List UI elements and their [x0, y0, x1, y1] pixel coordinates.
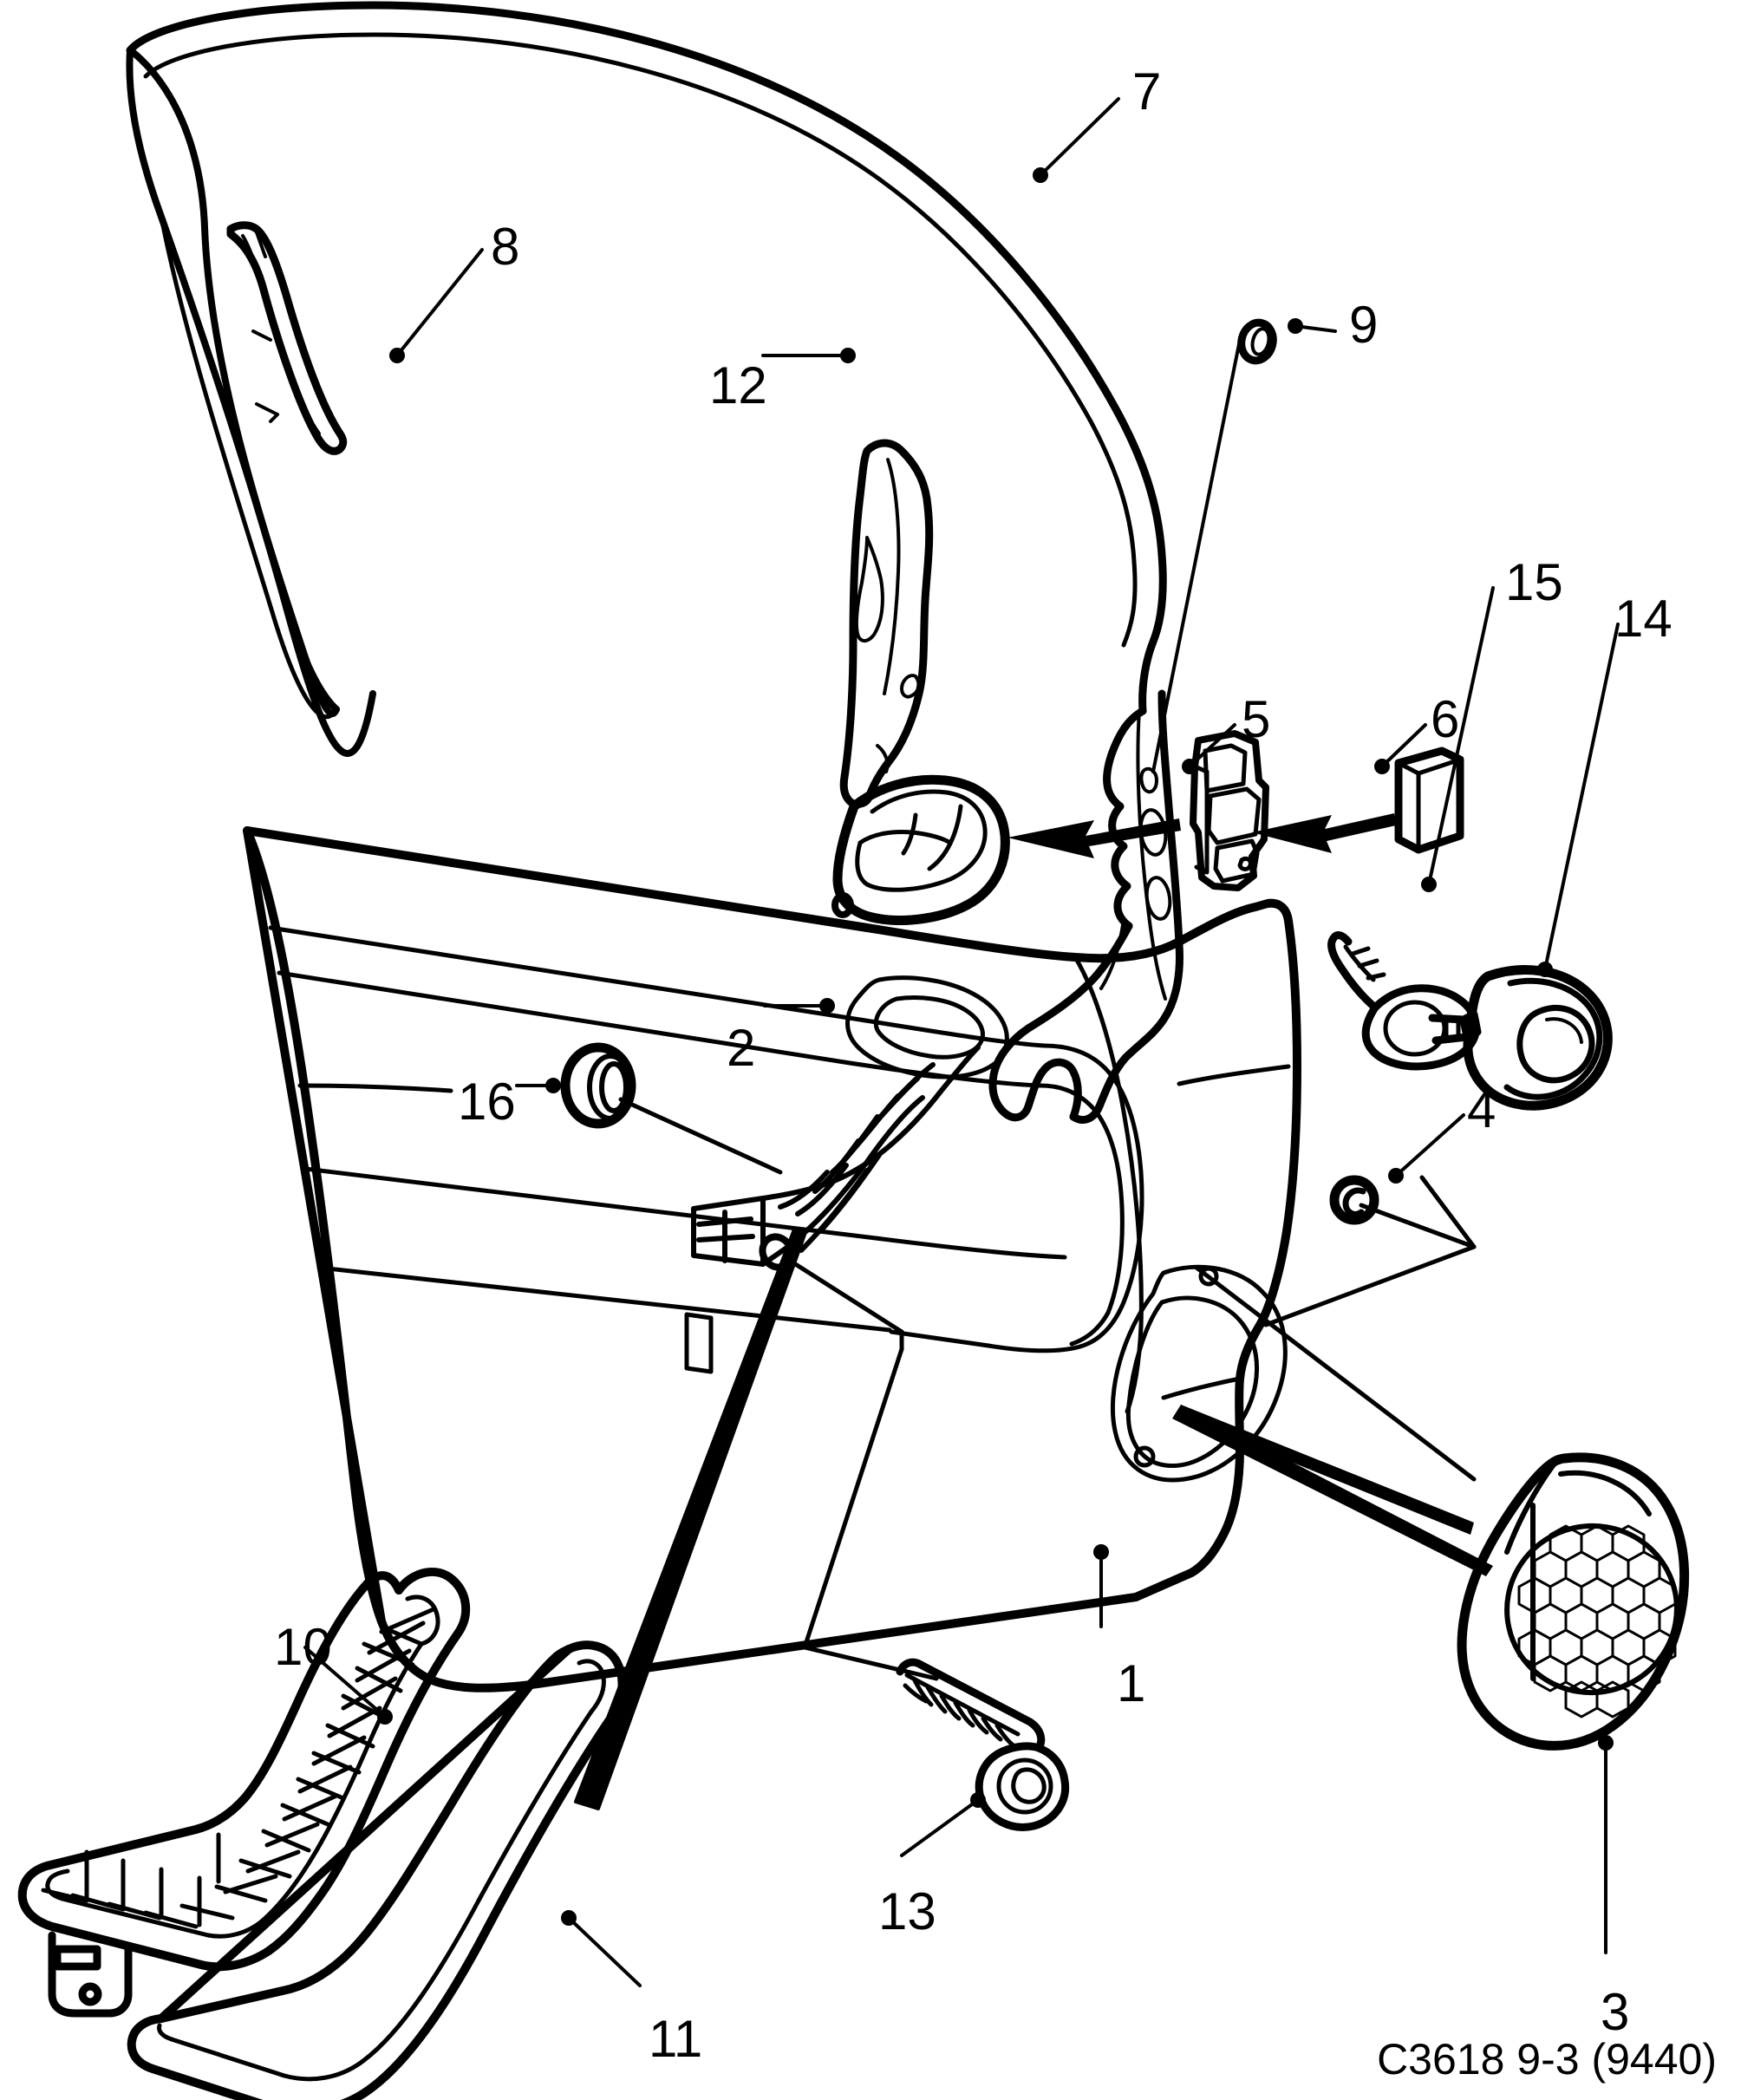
- long-trim-wedge: [576, 1229, 805, 1809]
- part-9-grommet-plug: [1237, 318, 1277, 365]
- part-6-blank-detail: [1396, 757, 1463, 852]
- part-7-frame-left-rail-inner: [159, 214, 339, 720]
- part-11-lower-trim: [127, 1640, 627, 2100]
- part-7-frame-left-rail: [126, 47, 376, 757]
- grommet-location-leader: [1151, 338, 1242, 773]
- callout-3[interactable]: 3: [1601, 1983, 1630, 2041]
- pull-handle-leader-a: [785, 1256, 904, 1334]
- callout-15[interactable]: 15: [1505, 553, 1563, 611]
- screw-leader: [802, 1645, 939, 1681]
- grommet-16-leader: [618, 1097, 783, 1175]
- speaker-leader-upper: [1194, 1265, 1477, 1482]
- callout-10[interactable]: 10: [274, 1618, 332, 1676]
- part-9-grommet-inner: [1250, 327, 1271, 356]
- part-15-retainer-detail: [1343, 944, 1461, 1057]
- part-4-small-clip: [1329, 1175, 1379, 1225]
- callout-leaders: [303, 97, 1620, 1987]
- callout-16[interactable]: 16: [458, 1073, 516, 1131]
- part-3-honeycomb-mesh: [1517, 1524, 1677, 1718]
- callout-11[interactable]: 11: [649, 2010, 703, 2068]
- assembly-arrow-blank: [1252, 813, 1396, 853]
- part-14-bumper-detail: [1503, 977, 1603, 1100]
- part-14-bumper-stop: [1463, 965, 1613, 1111]
- callout-4[interactable]: 4: [1467, 1080, 1496, 1138]
- part-10-bracket-foot: [48, 1931, 133, 2018]
- part-3-speaker-grille: [1457, 1452, 1690, 1751]
- clip-leader-line-2: [1419, 1175, 1477, 1249]
- callout-1[interactable]: 1: [1117, 1654, 1146, 1712]
- callout-6[interactable]: 6: [1431, 690, 1460, 748]
- callout-2[interactable]: 2: [727, 1019, 756, 1077]
- callout-5[interactable]: 5: [1242, 690, 1271, 748]
- part-11-trim-detail: [157, 1659, 606, 2082]
- callout-12[interactable]: 12: [709, 356, 767, 414]
- part-16-grommet-detail: [587, 1053, 634, 1121]
- assembly-arrow-handle: [1007, 818, 1181, 858]
- callout-9[interactable]: 9: [1349, 296, 1379, 354]
- part-12-b-pillar-trim: [839, 439, 934, 808]
- part-13-screw-detail: [903, 1673, 1053, 1815]
- part-4-clip-detail: [1342, 1187, 1366, 1217]
- part-5-switch-detail: [1192, 743, 1262, 884]
- pull-handle-leader-c: [802, 1347, 904, 1650]
- part-14-bumper-inner: [1545, 1017, 1583, 1044]
- part-8-channel-detail: [241, 231, 321, 435]
- part-12-trim-detail: [854, 458, 921, 773]
- callout-7[interactable]: 7: [1132, 62, 1162, 121]
- clip-leader-line-3: [1263, 1244, 1477, 1327]
- part-2-handle-detail: [855, 789, 988, 892]
- speaker-install-wedges: [1172, 1405, 1493, 1576]
- clip-leader-line: [1359, 1203, 1477, 1249]
- part-13-torx-screw: [896, 1658, 1070, 1831]
- part-8-window-run-channel: [226, 221, 348, 455]
- part-2-handle-pivot: [831, 892, 854, 918]
- part-2-inside-door-handle: [832, 774, 1010, 925]
- part-7-window-frame-inner: [143, 32, 1138, 648]
- part-1-speaker-opening: [1111, 1264, 1288, 1483]
- part-10-armrest-bracket: [17, 1568, 471, 1972]
- part-7-frame-left-tip: [283, 603, 340, 713]
- part-10-bracket-ribs: [41, 1595, 440, 1939]
- long-trim-wedge-outline: [574, 1228, 806, 1810]
- part-7-window-frame-moulding: [126, 1, 1167, 715]
- callout-8[interactable]: 8: [491, 218, 520, 276]
- callout-14[interactable]: 14: [1614, 590, 1673, 648]
- callout-13[interactable]: 13: [878, 1882, 936, 1940]
- diagram-caption: C3618 9-3 (9440): [1377, 2035, 1717, 2084]
- part-6-blank-cover: [1394, 747, 1464, 854]
